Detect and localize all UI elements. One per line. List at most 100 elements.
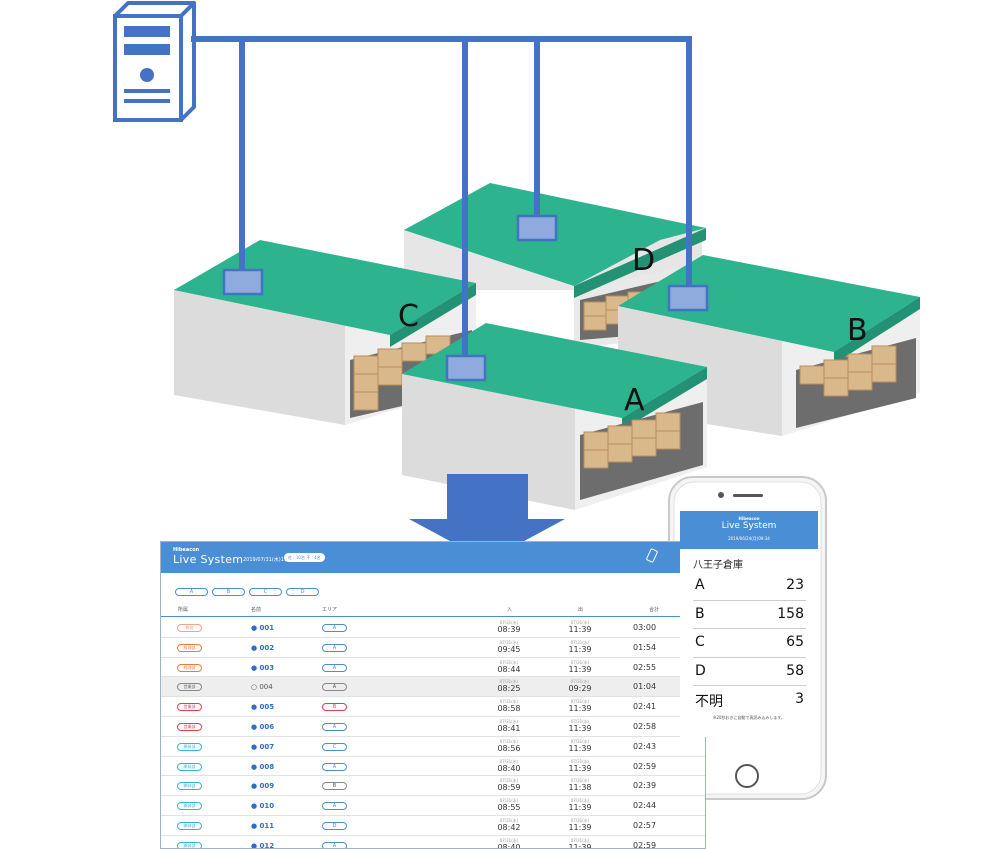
in-time-cell: 07/31(水)08:58	[494, 699, 524, 713]
total-time: 02:41	[633, 702, 657, 712]
dept-badge: 営業部	[177, 683, 202, 692]
area-label: 不明	[695, 694, 723, 710]
in-time-cell: 07/31(水)08:40	[494, 838, 524, 848]
out-date: 07/31(水)	[570, 817, 590, 823]
app-date: 2019/06/24(月)09:34	[728, 536, 770, 541]
person-name: ● 005	[251, 703, 275, 712]
in-time-cell: 07/31(水)08:56	[494, 739, 524, 753]
header-area: エリア	[322, 607, 338, 613]
dept-badge: 営業部	[177, 722, 202, 731]
in-time: 08:42	[497, 822, 521, 832]
person-name: ● 002	[251, 643, 275, 652]
presence-count-badge: 在 : 10名 不 : 4名	[284, 553, 325, 562]
dept-badge: 開発部	[177, 762, 202, 771]
total-time: 03:00	[633, 623, 657, 632]
tab-area-b[interactable]: B	[212, 588, 245, 596]
out-date: 07/31(水)	[570, 699, 590, 705]
area-badge: A	[322, 624, 347, 632]
tab-area-d[interactable]: D	[286, 588, 319, 596]
in-time: 08:44	[497, 664, 521, 674]
area-badge: D	[322, 821, 347, 830]
dept-badge: 経理部	[177, 643, 202, 652]
receiver-d	[516, 214, 558, 242]
in-time: 08:40	[497, 763, 521, 773]
header-out: 出	[578, 607, 584, 613]
person-name: ● 009	[251, 782, 275, 791]
person-name: ● 006	[251, 722, 275, 731]
person-name: ● 012	[251, 841, 275, 849]
in-time: 08:59	[497, 783, 521, 793]
header-total: 合計	[649, 607, 660, 613]
out-date: 07/31(水)	[570, 718, 590, 724]
out-date: 07/31(水)	[570, 758, 590, 764]
out-date: 07/31(水)	[570, 837, 590, 843]
total-time: 02:57	[633, 820, 657, 830]
out-time-cell: 07/31(水)09:29	[565, 679, 595, 693]
in-date: 07/31(水)	[499, 798, 519, 804]
person-name: ● 008	[251, 762, 275, 771]
in-time-cell: 07/31(水)08:59	[494, 778, 524, 792]
out-date: 07/31(水)	[570, 798, 590, 804]
area-count-row: B 158	[693, 601, 806, 629]
person-name: ● 010	[251, 802, 275, 811]
area-tabs: A B C D	[175, 588, 319, 596]
in-time: 08:41	[497, 723, 521, 733]
area-count: 23	[786, 577, 804, 593]
area-count: 3	[795, 691, 804, 707]
app-header: Hibeacon Live System 2019/06/24(月)09:34	[680, 511, 818, 549]
total-time: 02:43	[633, 741, 657, 751]
person-name: ● 003	[251, 663, 275, 672]
in-time-cell: 07/31(水)08:42	[494, 818, 524, 832]
total-time: 02:58	[633, 721, 657, 731]
dashboard-header: Hibeacon Live System 2019/07/31(水)11:40 …	[161, 542, 705, 573]
total-time: 01:54	[633, 642, 657, 652]
tab-area-c[interactable]: C	[249, 588, 282, 596]
receiver-b	[667, 284, 709, 312]
out-time-cell: 07/31(水)11:39	[565, 759, 595, 773]
out-time: 11:39	[568, 644, 592, 654]
out-time-cell: 07/31(水)11:39	[565, 719, 595, 733]
dashboard-date: 2019/07/31(水)11:40	[243, 557, 296, 563]
out-time-cell: 07/31(水)11:39	[565, 620, 595, 634]
warehouse-b-label: B	[847, 313, 868, 348]
out-time: 11:39	[568, 723, 592, 733]
out-date: 07/31(水)	[570, 679, 590, 685]
down-arrow	[409, 474, 565, 561]
out-time-cell: 07/31(水)11:38	[565, 778, 595, 792]
out-time-cell: 07/31(水)11:39	[565, 818, 595, 832]
header-dept: 所属	[178, 607, 189, 613]
in-date: 07/31(水)	[499, 659, 519, 665]
in-date: 07/31(水)	[499, 679, 519, 685]
phone-icon[interactable]	[645, 547, 659, 564]
in-date: 07/31(水)	[499, 718, 519, 724]
network-lines	[191, 36, 692, 361]
in-date: 07/31(水)	[499, 758, 519, 764]
tab-area-a[interactable]: A	[175, 588, 208, 596]
person-name: ○ 004	[251, 683, 273, 692]
out-date: 07/31(水)	[570, 778, 590, 784]
total-time: 02:59	[633, 840, 657, 849]
dept-badge: 総務	[177, 624, 202, 632]
area-count-row: 不明 3	[693, 686, 806, 715]
table-header: 所属 名前 エリア 入 出 合計	[161, 603, 705, 617]
out-time: 11:38	[568, 783, 592, 793]
out-time: 11:39	[568, 625, 592, 634]
warehouse-a	[402, 323, 707, 510]
area-count: 158	[777, 605, 804, 622]
area-label: B	[695, 605, 705, 622]
in-time-cell: 07/31(水)08:40	[494, 759, 524, 773]
out-date: 07/31(水)	[570, 659, 590, 665]
